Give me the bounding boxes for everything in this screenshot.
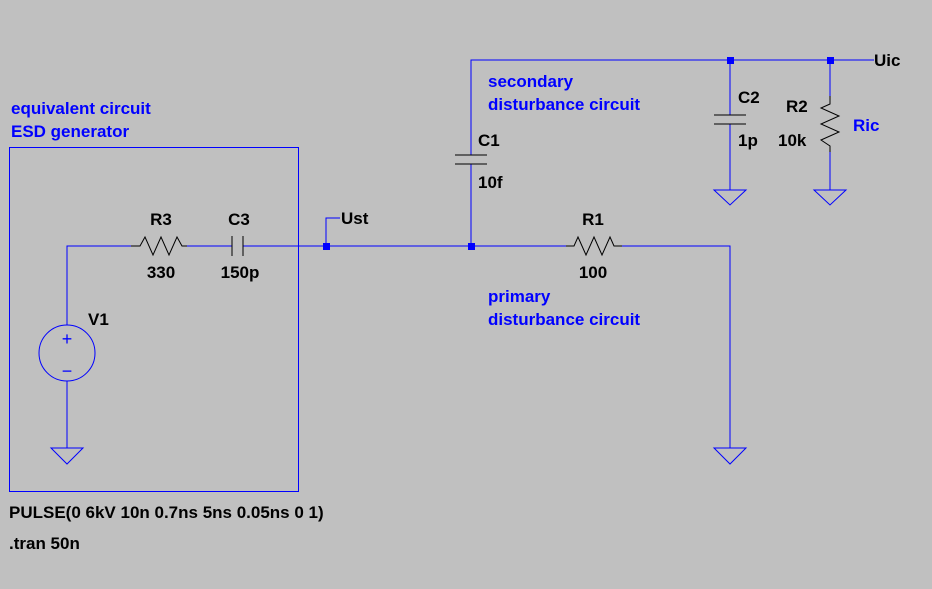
v1-name-label[interactable]: V1 [88,310,109,329]
tran-directive[interactable]: .tran 50n [9,534,80,553]
r3-value-label[interactable]: 330 [147,263,175,282]
primary-title-line2: disturbance circuit [488,310,640,329]
wire-r1-to-ground[interactable] [622,245,731,448]
net-label-ust[interactable]: Ust [341,209,369,228]
c1-value-label[interactable]: 10f [478,173,503,192]
junction-ust [323,243,330,250]
r2-value-label[interactable]: 10k [778,131,807,150]
wire-ust-label[interactable] [325,217,340,246]
wire-c1-to-top[interactable] [470,59,874,155]
junction-c2-top [727,57,734,64]
c3-value-label[interactable]: 150p [221,263,260,282]
ground-v1-icon [49,447,85,465]
r2-resistor-icon[interactable] [819,96,841,152]
c1-capacitor-icon[interactable] [455,154,487,165]
c2-capacitor-icon[interactable] [714,114,746,125]
r3-name-label[interactable]: R3 [150,210,172,229]
v1-source-icon [38,324,96,382]
r2-name-label[interactable]: R2 [786,97,808,116]
secondary-title-line1: secondary [488,72,574,91]
c1-name-label[interactable]: C1 [478,131,500,150]
ground-c2-icon [712,189,748,206]
esd-generator-box [9,147,299,492]
v1-voltage-source[interactable]: + − [38,324,96,382]
junction-node-c1 [468,243,475,250]
junction-r2-top [827,57,834,64]
r3-resistor-icon[interactable] [131,235,187,257]
wires [66,59,874,448]
r1-name-label[interactable]: R1 [582,210,604,229]
c2-value-label[interactable]: 1p [738,131,758,150]
ground-r1-icon [712,447,748,465]
v1-plus-sign: + [62,329,73,349]
secondary-title-line2: disturbance circuit [488,95,640,114]
c3-capacitor-icon[interactable] [231,236,244,256]
esd-title-line1: equivalent circuit [11,99,151,118]
r1-value-label[interactable]: 100 [579,263,607,282]
ric-label: Ric [853,116,879,135]
esd-title-line2: ESD generator [11,122,129,141]
ground-r2-icon [812,189,848,206]
c3-name-label[interactable]: C3 [228,210,250,229]
v1-minus-sign: − [62,361,73,381]
r1-resistor-icon[interactable] [566,235,622,257]
net-label-uic[interactable]: Uic [874,51,900,70]
source-spec-directive[interactable]: PULSE(0 6kV 10n 0.7ns 5ns 0.05ns 0 1) [9,503,324,522]
c2-name-label[interactable]: C2 [738,88,760,107]
wire-v1-to-r3[interactable] [66,245,131,325]
primary-title-line1: primary [488,287,551,306]
